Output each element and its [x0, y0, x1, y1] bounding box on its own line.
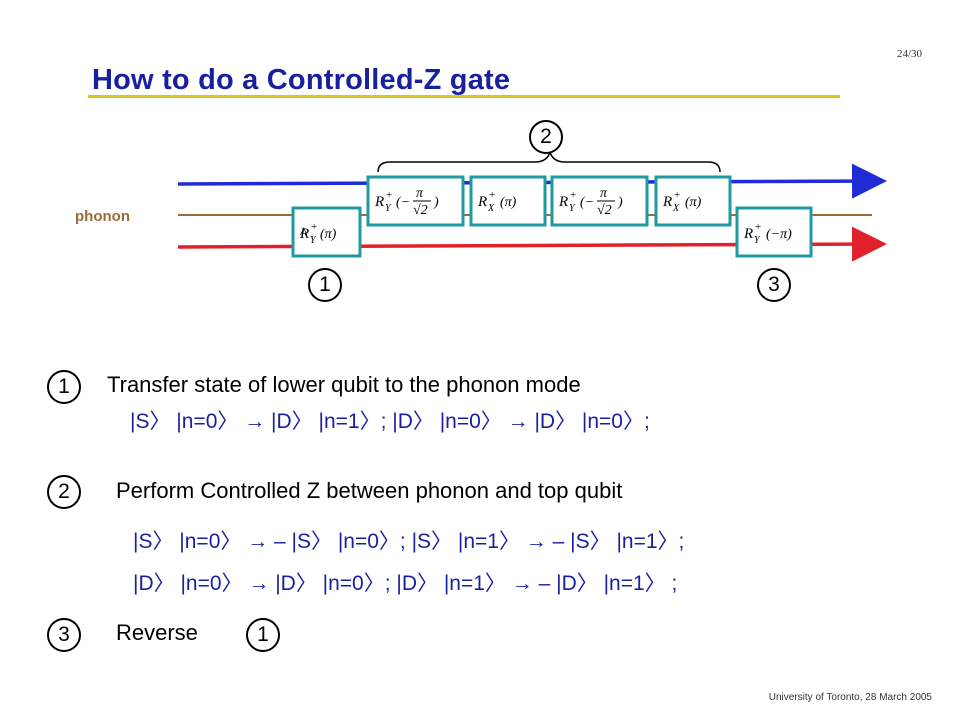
- footer: University of Toronto, 28 March 2005: [768, 692, 932, 703]
- brace-step2: [377, 149, 721, 173]
- step1-line1: |S〉 |n=0〉 → |D〉 |n=1〉; |D〉 |n=0〉 → |D〉 |…: [130, 410, 650, 433]
- svg-text:+: +: [674, 189, 680, 201]
- step3-ref-marker: 1: [246, 618, 280, 652]
- step1-number: 1: [47, 370, 81, 404]
- phonon-label: phonon: [75, 208, 130, 225]
- title-underline: [88, 95, 840, 98]
- step3-marker: 3: [757, 268, 791, 302]
- slide-title: How to do a Controlled-Z gate: [92, 64, 511, 96]
- gate-6: R + Y (−π): [735, 206, 813, 258]
- gate-2: R + Y (− π √2 ): [366, 175, 465, 227]
- svg-text:Y: Y: [569, 203, 576, 214]
- circuit-diagram: phonon ^ R + Y (π) R + Y (− π √2 ) R + X…: [75, 149, 887, 262]
- svg-text:Y: Y: [310, 235, 317, 246]
- svg-text:+: +: [386, 189, 392, 201]
- svg-text:√2: √2: [597, 203, 612, 218]
- step1-heading: Transfer state of lower qubit to the pho…: [107, 372, 581, 397]
- svg-text:Y: Y: [385, 203, 392, 214]
- svg-text:√2: √2: [413, 203, 428, 218]
- gate-4: R + Y (− π √2 ): [550, 175, 649, 227]
- svg-text:+: +: [489, 189, 495, 201]
- svg-text:X: X: [487, 203, 495, 214]
- svg-text:X: X: [672, 203, 680, 214]
- step2-number: 2: [47, 475, 81, 509]
- svg-text:^: ^: [300, 225, 308, 242]
- svg-text:+: +: [311, 221, 317, 233]
- svg-text:+: +: [570, 189, 576, 201]
- svg-text:Y: Y: [754, 235, 761, 246]
- svg-text:): ): [433, 195, 439, 210]
- svg-text:R: R: [743, 226, 753, 242]
- gate-1: ^ R + Y (π): [291, 206, 362, 258]
- gate-5: R + X (π): [654, 175, 732, 227]
- svg-text:(−π): (−π): [766, 227, 792, 242]
- svg-text:+: +: [755, 221, 761, 233]
- svg-text:R: R: [374, 194, 384, 210]
- svg-text:π: π: [416, 186, 424, 201]
- svg-text:R: R: [558, 194, 568, 210]
- gate-3: R + X (π): [469, 175, 547, 227]
- svg-text:R: R: [477, 194, 487, 210]
- svg-text:(−: (−: [396, 195, 410, 210]
- page-number: 24/30: [896, 48, 922, 60]
- svg-text:(π): (π): [320, 227, 337, 242]
- step2-line1: |S〉 |n=0〉 → – |S〉 |n=0〉; |S〉 |n=1〉 → – |…: [133, 530, 685, 553]
- svg-text:(π): (π): [685, 195, 702, 210]
- step2-marker: 2: [529, 120, 563, 154]
- step2-heading: Perform Controlled Z between phonon and …: [116, 478, 623, 503]
- svg-text:R: R: [662, 194, 672, 210]
- svg-text:(π): (π): [500, 195, 517, 210]
- svg-text:R: R: [299, 226, 309, 242]
- svg-text:π: π: [600, 186, 608, 201]
- step1-marker: 1: [308, 268, 342, 302]
- step2-line2: |D〉 |n=0〉 → |D〉 |n=0〉; |D〉 |n=1〉 → – |D〉…: [133, 572, 678, 595]
- step3-number: 3: [47, 618, 81, 652]
- svg-text:(−: (−: [580, 195, 594, 210]
- step3-heading: Reverse: [116, 620, 198, 645]
- svg-text:): ): [617, 195, 623, 210]
